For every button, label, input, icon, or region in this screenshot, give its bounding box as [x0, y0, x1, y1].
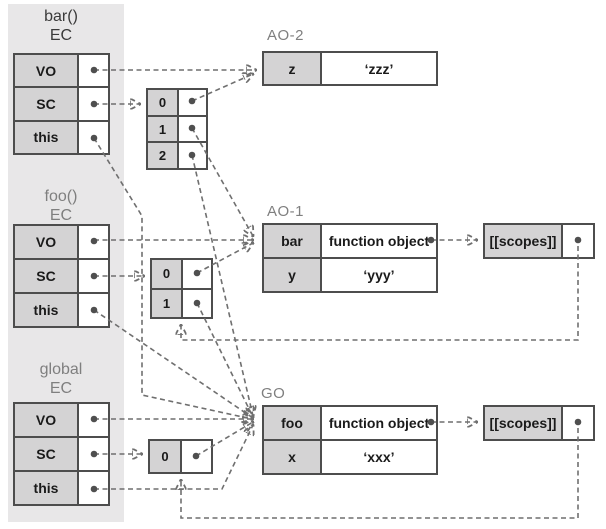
foo-ec-row-sc: SC	[15, 260, 108, 294]
global-ec-heading: global EC	[6, 360, 116, 398]
bar-chain-row-1: 1	[148, 116, 206, 144]
bar-vo-label: VO	[15, 55, 79, 87]
global-ec-row-this: this	[15, 472, 108, 504]
ao2-heading: AO-2	[267, 27, 305, 44]
bar-chain-row-2: 2	[148, 143, 206, 169]
bar-chain-pointer-2	[179, 143, 206, 169]
bar-ec-heading: bar() EC	[6, 7, 116, 45]
bar-ec-row-sc: SC	[15, 88, 108, 122]
ao1-value-bar: function object	[322, 225, 436, 257]
bar-ec-row-this: this	[15, 121, 108, 153]
go-key-foo: foo	[264, 407, 322, 439]
ao2-table: z‘zzz’	[262, 51, 438, 86]
ao2-key-z: z	[264, 53, 322, 84]
foo-ec-subtitle: EC	[49, 207, 73, 224]
go-heading: GO	[261, 385, 286, 402]
bar-chain-index-2: 2	[148, 143, 179, 169]
foo-ec-row-vo: VO	[15, 226, 108, 260]
global-chain-pointer-0	[182, 441, 211, 472]
bar-this-pointer-cell	[79, 121, 108, 153]
foo-ec-title: foo()	[44, 188, 78, 205]
foo-scopes-label: [[scopes]]	[485, 407, 563, 439]
foo-chain-pointer-0	[183, 260, 211, 288]
go-row-x: x‘xxx’	[264, 441, 436, 473]
ao1-value-y: ‘yyy’	[322, 259, 436, 291]
bar-scopes-row: [[scopes]]	[485, 225, 593, 257]
foo-function-scopes-box: [[scopes]]	[483, 405, 595, 441]
global-sc-pointer-cell	[79, 438, 108, 470]
global-ec-row-sc: SC	[15, 438, 108, 472]
foo-ec-heading: foo() EC	[6, 187, 116, 225]
global-vo-label: VO	[15, 404, 79, 436]
global-vo-pointer-cell	[79, 404, 108, 436]
ao1-heading: AO-1	[267, 203, 305, 220]
foo-sc-pointer-cell	[79, 260, 108, 292]
global-ec-row-vo: VO	[15, 404, 108, 438]
go-value-foo: function object	[322, 407, 436, 439]
ao1-row-y: y‘yyy’	[264, 259, 436, 291]
bar-chain-row-0: 0	[148, 90, 206, 117]
bar-this-label: this	[15, 121, 79, 153]
global-scope-chain-array: 0	[148, 439, 213, 474]
bar-ec-table: VO SC this	[13, 53, 110, 155]
bar-ec-title: bar()	[44, 8, 78, 25]
ao1-key-y: y	[264, 259, 322, 291]
foo-vo-pointer-cell	[79, 226, 108, 258]
bar-chain-index-1: 1	[148, 116, 179, 142]
foo-chain-row-0: 0	[152, 260, 211, 290]
global-this-label: this	[15, 472, 79, 504]
foo-this-label: this	[15, 294, 79, 326]
go-value-x: ‘xxx’	[322, 441, 436, 473]
bar-ec-subtitle: EC	[49, 27, 73, 44]
ao2-row-z: z‘zzz’	[264, 53, 436, 84]
go-key-x: x	[264, 441, 322, 473]
global-ec-subtitle: EC	[49, 380, 73, 397]
bar-vo-pointer-cell	[79, 55, 108, 87]
bar-sc-pointer-cell	[79, 88, 108, 120]
foo-scopes-row: [[scopes]]	[485, 407, 593, 439]
global-chain-row-0: 0	[150, 441, 211, 472]
bar-scope-chain-array: 0 1 2	[146, 88, 208, 170]
foo-chain-row-1: 1	[152, 289, 211, 317]
global-sc-label: SC	[15, 438, 79, 470]
bar-chain-pointer-0	[179, 90, 206, 115]
foo-chain-index-1: 1	[152, 289, 183, 317]
global-this-pointer-cell	[79, 472, 108, 504]
global-ec-table: VO SC this	[13, 402, 110, 506]
foo-vo-label: VO	[15, 226, 79, 258]
bar-chain-index-0: 0	[148, 90, 179, 115]
foo-scopes-pointer-cell	[563, 407, 593, 439]
foo-chain-pointer-1	[183, 289, 211, 317]
foo-ec-table: VO SC this	[13, 224, 110, 328]
bar-scopes-pointer-cell	[563, 225, 593, 257]
global-ec-title: global	[39, 361, 83, 378]
bar-ec-row-vo: VO	[15, 55, 108, 89]
foo-scope-chain-array: 0 1	[150, 258, 213, 319]
bar-chain-pointer-1	[179, 116, 206, 142]
foo-this-pointer-cell	[79, 294, 108, 326]
arrow-foo-chain1-to-go	[196, 302, 253, 417]
foo-sc-label: SC	[15, 260, 79, 292]
bar-function-scopes-box: [[scopes]]	[483, 223, 595, 259]
foo-chain-index-0: 0	[152, 260, 183, 288]
bar-sc-label: SC	[15, 88, 79, 120]
foo-ec-row-this: this	[15, 294, 108, 326]
bar-scopes-label: [[scopes]]	[485, 225, 563, 257]
ao2-value-z: ‘zzz’	[322, 53, 436, 84]
ao1-key-bar: bar	[264, 225, 322, 257]
global-chain-index-0: 0	[150, 441, 182, 472]
